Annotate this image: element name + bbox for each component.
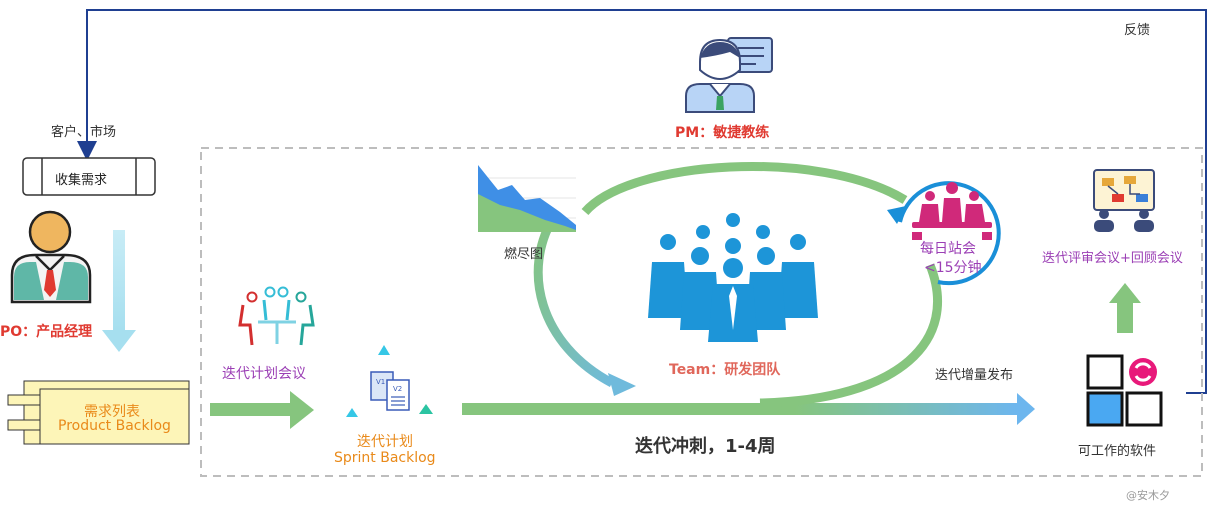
daily-standup-ring xyxy=(887,181,1001,286)
release-up-arrow xyxy=(1109,283,1141,333)
review-retro-label: 迭代评审会议+回顾会议 xyxy=(1042,251,1183,266)
review-meeting-icon xyxy=(1093,169,1155,232)
pm-label: PM：敏捷教练 xyxy=(675,125,770,141)
burndown-chart-icon xyxy=(478,165,576,232)
sprint-arrow xyxy=(462,393,1035,425)
planning-meeting-icon xyxy=(238,286,315,346)
release-label: 迭代增量发布 xyxy=(935,368,1014,383)
sprint-plan-label-cn: 迭代计划 xyxy=(357,434,413,450)
po-label: PO：产品经理 xyxy=(0,324,93,340)
team-people-icon xyxy=(648,213,818,342)
burndown-label: 燃尽图 xyxy=(504,247,544,262)
scrum-boundary xyxy=(200,147,1203,477)
customer-market-label: 客户、市场 xyxy=(51,125,117,140)
version-v2-label: V2 xyxy=(393,385,403,393)
backlog-to-plan-arrow xyxy=(210,391,314,429)
standup-label-line2: <15分钟 xyxy=(924,260,982,276)
watermark: @安木夕 xyxy=(1126,489,1170,502)
feedback-line xyxy=(77,9,1207,394)
standup-label-line1: 每日站会 xyxy=(920,241,976,257)
backlog-label-en: Product Backlog xyxy=(58,418,171,434)
collect-requirements-label: 收集需求 xyxy=(55,173,108,188)
sprint-backlog-icon xyxy=(346,345,433,417)
working-software-icon xyxy=(1086,354,1163,427)
sprint-label: 迭代冲刺，1-4周 xyxy=(635,436,776,457)
pm-coach-icon xyxy=(685,37,773,113)
team-label: Team：研发团队 xyxy=(669,362,781,378)
requirement-down-arrow xyxy=(102,230,136,352)
standup-people-icon xyxy=(912,182,992,240)
collect-requirements-box xyxy=(22,157,156,196)
po-person-icon xyxy=(10,210,92,304)
planning-meeting-label: 迭代计划会议 xyxy=(222,366,306,382)
iteration-loop xyxy=(533,162,943,408)
working-software-label: 可工作的软件 xyxy=(1078,444,1157,459)
feedback-label: 反馈 xyxy=(1124,23,1151,38)
sprint-plan-label-en: Sprint Backlog xyxy=(334,450,436,466)
version-v1-label: V1 xyxy=(376,378,386,386)
product-backlog-box xyxy=(7,380,190,445)
backlog-label-cn: 需求列表 xyxy=(84,404,140,420)
